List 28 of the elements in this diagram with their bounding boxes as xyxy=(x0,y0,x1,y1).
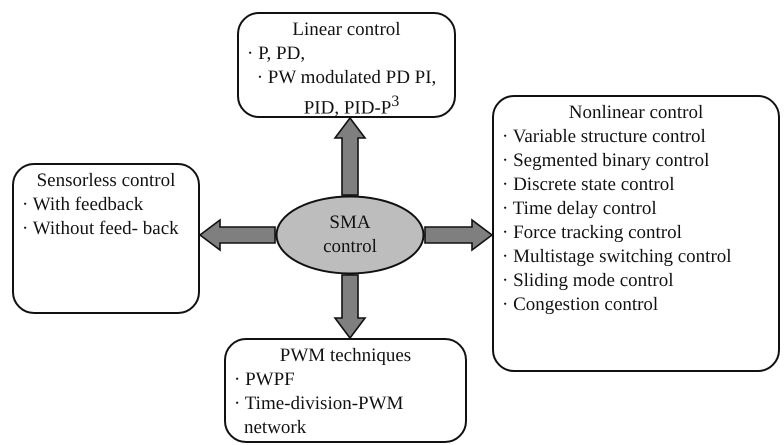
list-item: · P, PD, xyxy=(247,42,306,66)
block-arrow xyxy=(198,218,276,252)
list-item: · Sliding mode control xyxy=(502,269,675,293)
node-title: SMA control xyxy=(322,211,378,259)
rounded-box xyxy=(492,95,780,372)
rounded-box xyxy=(224,338,467,443)
list-item: · Variable structure control xyxy=(502,125,707,149)
node-title: Linear control xyxy=(291,18,402,42)
rounded-box xyxy=(237,12,456,118)
list-item: · PW modulated PD PI, PID, PID-P$^{3}$ xyxy=(256,66,438,120)
node-title: Sensorless control xyxy=(36,169,176,193)
block-arrow xyxy=(333,274,367,340)
ellipse-node xyxy=(275,195,425,275)
list-item: · PWPF xyxy=(234,368,296,392)
list-item: · Force tracking control xyxy=(502,221,683,245)
node-title: PWM techniques xyxy=(278,344,412,368)
list-item: · Time-division-PWM network xyxy=(234,392,404,440)
list-item: · Without feed- back xyxy=(22,217,180,241)
list-item: · With feedback xyxy=(22,193,144,217)
rounded-box xyxy=(12,163,200,314)
block-arrow xyxy=(424,218,494,252)
list-item: · Discrete state control xyxy=(502,173,676,197)
list-item: · Multistage switching control xyxy=(502,245,733,269)
node-title: Nonlinear control xyxy=(568,101,704,125)
list-item: · Congestion control xyxy=(502,293,660,317)
list-item: · Segmented binary control xyxy=(502,149,710,173)
block-arrow xyxy=(333,116,367,196)
list-item: · Time delay control xyxy=(502,197,658,221)
